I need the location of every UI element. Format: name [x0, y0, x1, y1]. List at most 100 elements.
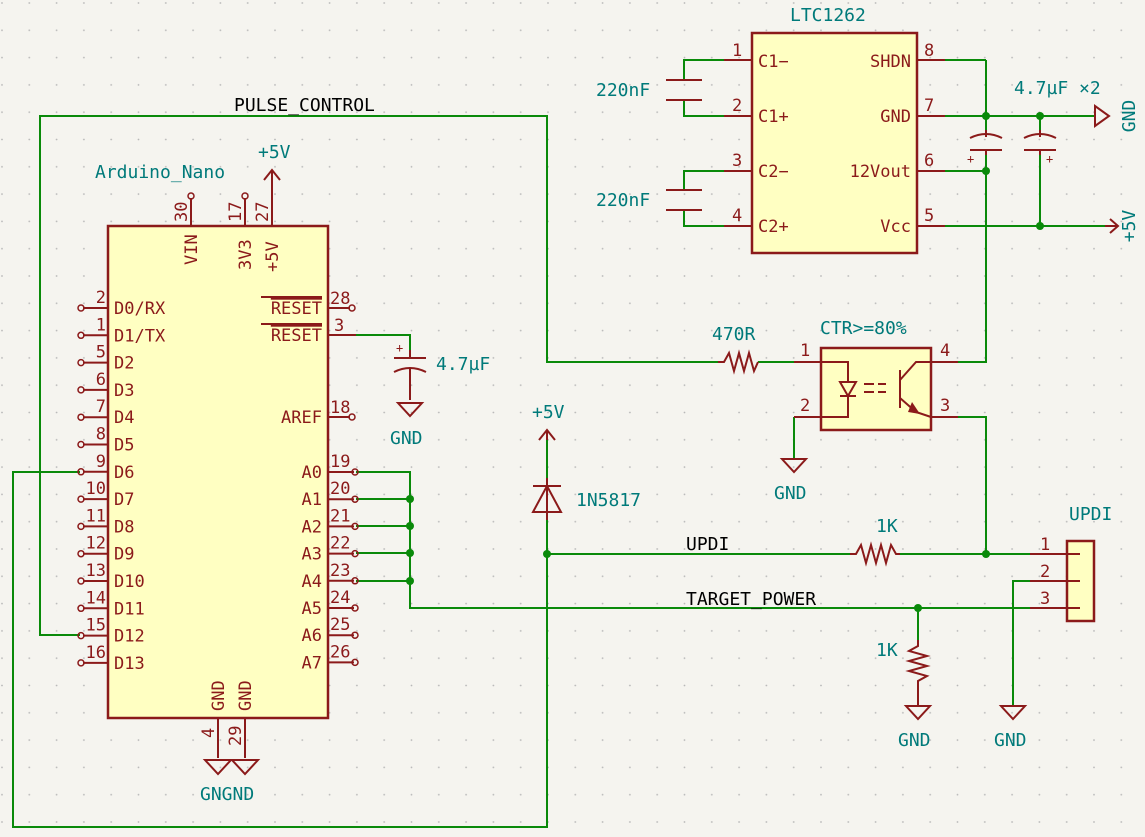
wire-opto-collector	[958, 171, 987, 363]
connector-updi[interactable]: UPDI 1 2 3	[1030, 504, 1112, 623]
nano-left-pinnum: 8	[96, 425, 106, 445]
gnd-conn-label: GND	[994, 730, 1027, 751]
opto-pinnum-2: 2	[800, 396, 810, 416]
ltc-pinnum-1: 1	[732, 41, 742, 61]
nano-left-pin-name: D12	[114, 627, 145, 647]
wire-conn-gnd	[1012, 580, 1030, 705]
wire-target-power	[356, 471, 1030, 609]
resistor-470r[interactable]: 470R	[712, 324, 759, 375]
nano-left-pinnum: 5	[96, 343, 106, 363]
nano-left-pin-name: D2	[114, 354, 134, 374]
nano-left-pin-name: D9	[114, 545, 134, 565]
nano-right-pinnum: 24	[330, 588, 350, 608]
nano-left-pin-name: D5	[114, 436, 134, 456]
nano-pin-gnd2: GND	[236, 680, 256, 711]
optocoupler[interactable]: CTR>=80% 1 2 3 4 GND	[774, 318, 958, 504]
conn-pinnum-3: 3	[1040, 589, 1050, 609]
nano-pinnum-28: 28	[330, 289, 350, 309]
nano-pinnum-18: 18	[330, 398, 350, 418]
nano-pinnum-27: 27	[253, 202, 273, 222]
resistor-1k-pulldown[interactable]: 1K GND	[876, 640, 933, 751]
cap-4u7-reset[interactable]: + 4.7µF GND	[390, 341, 490, 449]
gnd-right-symbol	[1094, 104, 1111, 128]
cap-220nf-2[interactable]: 220nF	[596, 189, 702, 211]
ltc-pinnum-3: 3	[732, 151, 742, 171]
conn-pinnum-1: 1	[1040, 535, 1050, 555]
resistor-1k-pd-label: 1K	[876, 640, 898, 661]
5v-right-label: +5V	[1119, 210, 1140, 243]
ltc1262[interactable]: LTC1262 C1− C1+ C2− C2+ SHDN GND 12Vout …	[724, 5, 945, 255]
svg-text:+: +	[396, 341, 403, 355]
junction-a1	[406, 495, 414, 503]
power-gnd-right[interactable]: GND	[1094, 100, 1140, 133]
opto-pinnum-3: 3	[940, 396, 950, 416]
nano-right-pinnum: 22	[330, 534, 350, 554]
nano-right-pin-name: A2	[302, 517, 322, 537]
ltc-pin-c2p: C2+	[758, 217, 789, 237]
nano-right-pin-name: A6	[302, 626, 322, 646]
nano-pin-reset1: RESET	[271, 299, 322, 319]
nano-left-pin-name: D8	[114, 517, 134, 537]
opto-pinnum-1: 1	[800, 341, 810, 361]
diode-1n5817[interactable]: +5V 1N5817	[531, 402, 641, 520]
arduino-nano-body	[106, 224, 330, 720]
resistor-1k-updi[interactable]: 1K	[850, 516, 900, 567]
nano-left-pinnum: 7	[96, 397, 106, 417]
net-label-target-power: TARGET_POWER	[686, 589, 816, 610]
connector-updi-ref: UPDI	[1069, 504, 1112, 525]
nano-pin-reset2: RESET	[271, 326, 322, 346]
ltc-pinnum-6: 6	[924, 151, 934, 171]
junction-a4	[406, 577, 414, 585]
nano-right-pin-name: A3	[302, 545, 322, 565]
resistor-470r-label: 470R	[712, 324, 756, 345]
cap-220nf-1[interactable]: 220nF	[596, 79, 702, 101]
nano-left-pinnum: 16	[86, 643, 106, 663]
nano-right-pin-name: A5	[302, 599, 322, 619]
nano-left-pinnum: 13	[86, 561, 106, 581]
junction-gnd-1	[982, 112, 990, 120]
arduino-nano[interactable]: Arduino_Nano VIN 3V3 +5V 30 17 27 +5V RE…	[77, 142, 359, 805]
nano-pinnum-4: 4	[199, 728, 219, 738]
nano-left-pinnum: 6	[96, 370, 106, 390]
nano-right-pin-name: A7	[302, 653, 322, 673]
nano-left-pinnum: 1	[96, 315, 106, 335]
power-5v-right[interactable]: +5V	[1105, 210, 1140, 243]
nano-right-pinnum: 19	[330, 452, 350, 472]
ltc-pinnum-8: 8	[924, 41, 934, 61]
ltc-pinnum-4: 4	[732, 206, 742, 226]
ltc-pin-c1m: C1−	[758, 52, 789, 72]
conn-pinnum-2: 2	[1040, 562, 1050, 582]
5v-top-label: +5V	[258, 142, 291, 163]
ltc1262-body	[750, 31, 919, 255]
ltc-pin-shdn: SHDN	[870, 52, 911, 72]
nano-left-pin-name: D7	[114, 490, 134, 510]
gnd-right-label: GND	[1119, 100, 1140, 133]
junction-updi-opto	[982, 550, 990, 558]
ltc-pin-gnd: GND	[880, 107, 911, 127]
wire-reset-cap	[356, 334, 411, 350]
ltc-pin-12vout: 12Vout	[850, 162, 911, 182]
nano-right-pinnum: 20	[330, 479, 350, 499]
junction-gnd-2	[1036, 112, 1044, 120]
nano-right-pin-name: A0	[302, 463, 322, 483]
cap-4u7-pair[interactable]: + + 4.7µF ×2	[967, 78, 1101, 166]
nano-left-pinnum: 9	[96, 452, 106, 472]
nano-left-pin-name: D10	[114, 572, 145, 592]
ltc-pinnum-5: 5	[924, 206, 934, 226]
nano-right-pinnum: 21	[330, 506, 350, 526]
ltc1262-ref: LTC1262	[790, 5, 866, 26]
diode-label: 1N5817	[576, 490, 641, 511]
nano-right-pinnum: 25	[330, 615, 350, 635]
gnd-opto-label: GND	[774, 483, 807, 504]
ltc-pin-c1p: C1+	[758, 107, 789, 127]
junction-vcc	[1036, 222, 1044, 230]
nano-right-pin-name: A1	[302, 490, 322, 510]
nano-pinnum-29: 29	[226, 726, 246, 746]
ltc-pin-c2m: C2−	[758, 162, 789, 182]
ltc-pin-vcc: Vcc	[880, 217, 911, 237]
arduino-nano-ref: Arduino_Nano	[95, 162, 225, 183]
net-label-pulse-control: PULSE_CONTROL	[234, 95, 375, 116]
nano-left-pins: 2D0/RX1D1/TX5D26D37D48D59D610D711D812D91…	[77, 288, 166, 674]
nano-left-pin-name: D4	[114, 408, 134, 428]
